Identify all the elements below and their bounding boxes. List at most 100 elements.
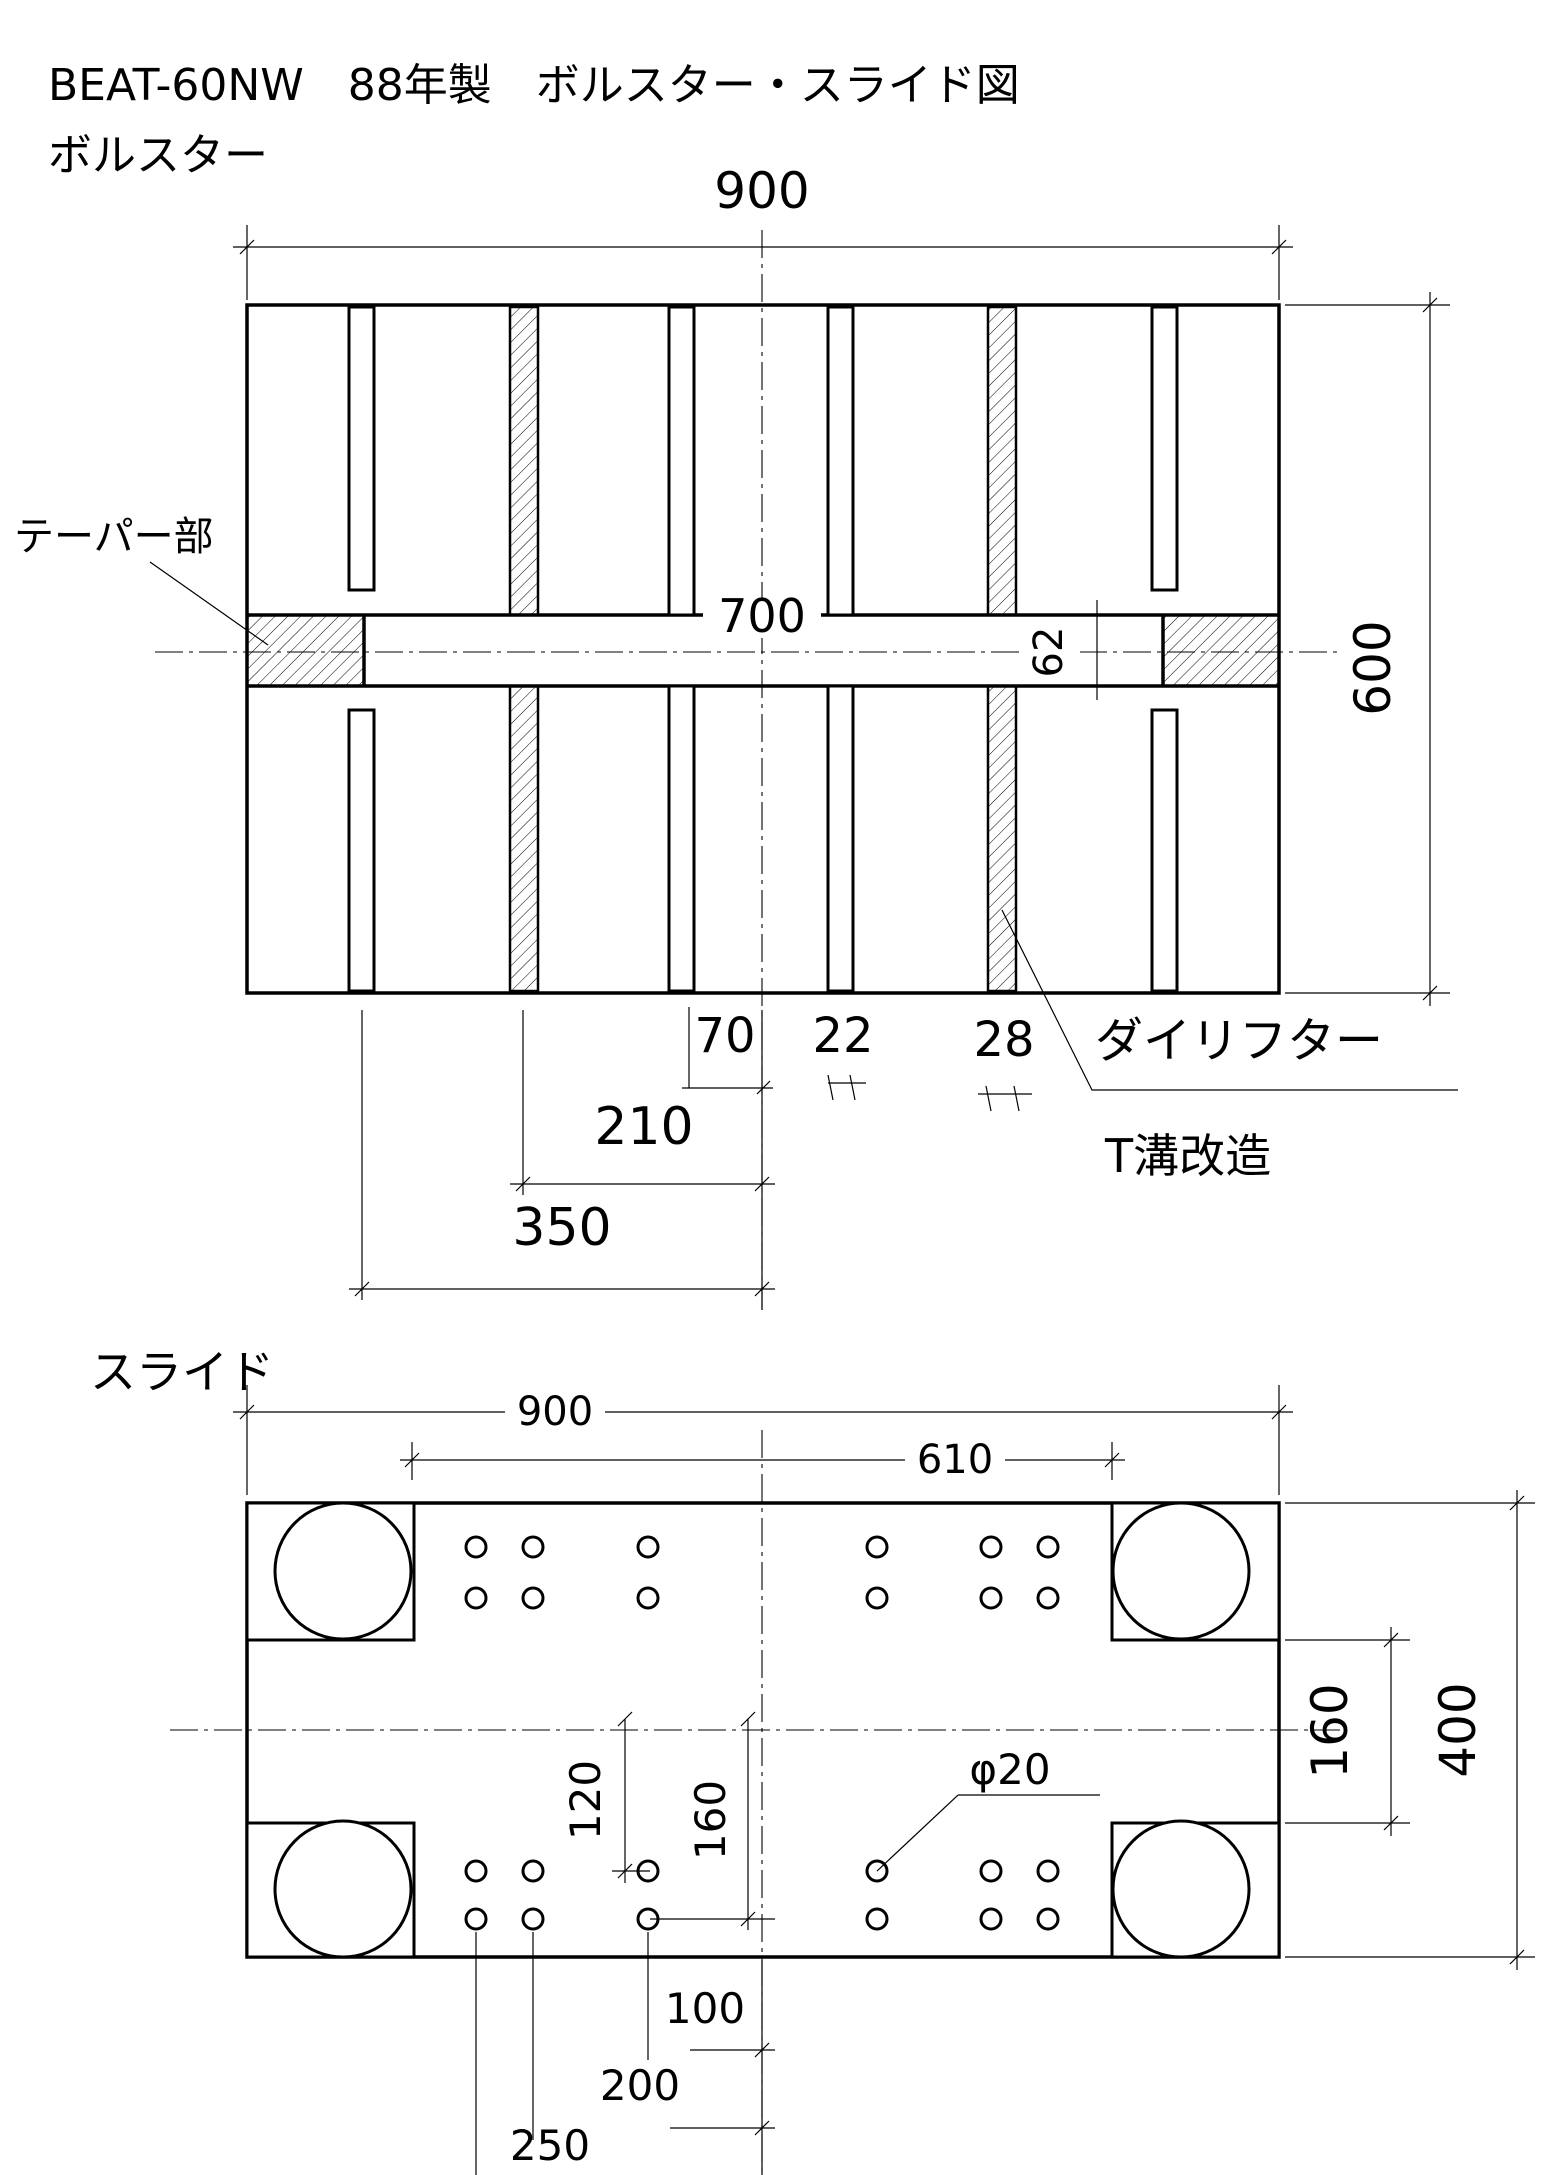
s-tick-n bbox=[754, 2120, 770, 2136]
taper-left bbox=[245, 613, 366, 688]
tick-a bbox=[239, 239, 255, 255]
slide-outline bbox=[245, 1501, 1281, 1959]
hole bbox=[464, 1859, 488, 1883]
s-tick-k bbox=[740, 1711, 756, 1727]
dim-160-inner: 160 bbox=[686, 1780, 735, 1860]
dim-28-t2 bbox=[1013, 1085, 1020, 1112]
slide-heading: スライド bbox=[90, 1345, 274, 1399]
bolster-slot-lower-1 bbox=[347, 708, 376, 993]
hole bbox=[979, 1586, 1003, 1610]
dim-slide-depth: 400 bbox=[1429, 1682, 1487, 1777]
dim-250: 250 bbox=[510, 2121, 590, 2170]
hole bbox=[865, 1535, 889, 1559]
dim-groove-width: 62 bbox=[1026, 627, 1072, 678]
dim-70: 70 bbox=[694, 1008, 755, 1064]
hole bbox=[464, 1907, 488, 1931]
corner-circle-tr bbox=[1111, 1501, 1251, 1641]
bolster-slot-upper-4 bbox=[826, 305, 855, 617]
dim-100: 100 bbox=[665, 1984, 745, 2033]
dim-28: 28 bbox=[973, 1012, 1034, 1068]
label-700-bg bbox=[703, 598, 821, 638]
bolster-outline bbox=[245, 303, 1281, 995]
s-tick-a bbox=[239, 1404, 255, 1420]
hole bbox=[1036, 1535, 1060, 1559]
slide-view: 900 610 400 160 120 160 bbox=[170, 1385, 1535, 2175]
taper-right bbox=[1161, 613, 1281, 688]
hole bbox=[865, 1907, 889, 1931]
tick-210b bbox=[754, 1176, 770, 1192]
dim-210: 210 bbox=[594, 1097, 693, 1157]
hole bbox=[1036, 1586, 1060, 1610]
dim-bolster-width: 900 bbox=[714, 162, 809, 220]
hole bbox=[521, 1535, 545, 1559]
hole bbox=[521, 1586, 545, 1610]
tick-210a bbox=[515, 1176, 531, 1192]
dim-slide-width: 900 bbox=[517, 1389, 593, 1435]
s-tick-f bbox=[1509, 1949, 1525, 1965]
dim-200: 200 bbox=[600, 2061, 680, 2110]
bolster-slot-lower-4 bbox=[826, 684, 855, 993]
hole bbox=[521, 1859, 545, 1883]
bolster-heading: ボルスター bbox=[48, 130, 268, 181]
label-t-slot: T溝改造 bbox=[1104, 1129, 1271, 1183]
s-900-bg bbox=[505, 1392, 605, 1430]
corner-circle-bl bbox=[273, 1819, 413, 1959]
s-tick-i bbox=[617, 1711, 633, 1727]
dim-22-t1 bbox=[827, 1074, 834, 1101]
s-tick-b bbox=[1271, 1404, 1287, 1420]
corner-circle-br bbox=[1111, 1819, 1251, 1959]
drawing-title: BEAT-60NW 88年製 ボルスター・スライド図 bbox=[48, 60, 1020, 111]
s-tick-d bbox=[1104, 1452, 1120, 1468]
s-tick-h bbox=[1383, 1815, 1399, 1831]
hole bbox=[979, 1859, 1003, 1883]
hole bbox=[636, 1586, 660, 1610]
hole bbox=[1036, 1907, 1060, 1931]
die-lifter-groove-lower-left bbox=[508, 684, 540, 993]
tick-350a bbox=[354, 1281, 370, 1297]
hole bbox=[464, 1535, 488, 1559]
die-lifter-groove-upper-left bbox=[508, 305, 540, 617]
s-tick-g bbox=[1383, 1632, 1399, 1648]
die-lifter-groove-upper-right bbox=[986, 305, 1018, 617]
dim-bolster-depth: 600 bbox=[1344, 620, 1402, 715]
s-tick-c bbox=[404, 1452, 420, 1468]
s-tick-m bbox=[754, 2042, 770, 2058]
bolster-view: 700 62 900 600 テーパー部 ダイリフター T溝改造 70 bbox=[14, 162, 1458, 1310]
tick-70 bbox=[756, 1080, 771, 1095]
hole bbox=[521, 1907, 545, 1931]
dim-22: 22 bbox=[812, 1008, 873, 1064]
hole bbox=[979, 1907, 1003, 1931]
hole bbox=[464, 1586, 488, 1610]
label-taper: テーパー部 bbox=[14, 514, 214, 560]
bolster-slot-upper-3 bbox=[667, 305, 696, 617]
dim-groove-length: 700 bbox=[718, 589, 806, 643]
label-62-bg bbox=[1020, 617, 1080, 684]
bolster-slot-lower-3 bbox=[667, 684, 696, 993]
hole bbox=[865, 1586, 889, 1610]
s-610-bg bbox=[905, 1440, 1005, 1478]
hole bbox=[1036, 1859, 1060, 1883]
dim-350: 350 bbox=[512, 1198, 611, 1258]
s-tick-e bbox=[1509, 1495, 1525, 1511]
die-lifter-groove-lower-right bbox=[986, 684, 1018, 993]
dim-610: 610 bbox=[917, 1437, 993, 1483]
leader-phi20 bbox=[876, 1794, 959, 1872]
tick-350b bbox=[754, 1281, 770, 1297]
leader-taper bbox=[149, 561, 269, 646]
tick-c bbox=[1422, 297, 1438, 313]
tick-d bbox=[1422, 985, 1438, 1001]
bolster-slot-upper-1 bbox=[347, 305, 376, 592]
dim-160-right: 160 bbox=[1301, 1683, 1359, 1778]
bolster-slot-upper-6 bbox=[1150, 305, 1179, 592]
leader-die-lifter bbox=[1001, 909, 1458, 1091]
hole bbox=[636, 1535, 660, 1559]
corner-circle-tl bbox=[273, 1501, 413, 1641]
dim-22-t2 bbox=[849, 1074, 856, 1101]
hole-group bbox=[464, 1535, 1060, 1931]
dim-hole-dia: φ20 bbox=[969, 1745, 1050, 1794]
label-die-lifter: ダイリフター bbox=[1095, 1013, 1383, 1069]
hole bbox=[979, 1535, 1003, 1559]
bolster-slot-lower-6 bbox=[1150, 708, 1179, 993]
tick-b bbox=[1271, 239, 1287, 255]
